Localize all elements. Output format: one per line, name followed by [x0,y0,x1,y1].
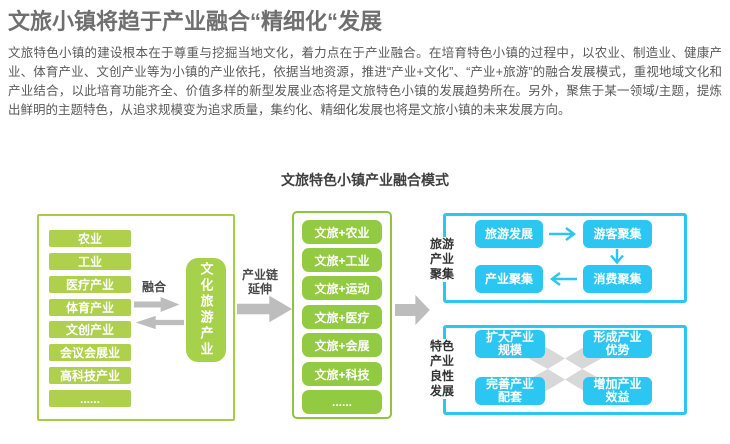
arrow-right-icon [549,227,576,241]
industry-box: 农业 [49,230,131,247]
industry-box: 医疗产业 [49,276,131,293]
node-expand-scale: 扩大产业 规模 [475,330,545,358]
tourism-cluster-label: 旅游 产业 聚集 [428,237,456,282]
arrow-down-icon [610,249,624,265]
chain-extension-label: 产业链 延伸 [241,268,278,296]
industry-box: 体育产业 [49,299,131,316]
flow-arrow-icon [395,295,430,325]
node-consumption-cluster: 消费聚集 [583,265,652,293]
product-box: 文旅+会展 [302,333,382,357]
node-increase-benefit: 增加产业 效益 [583,377,652,405]
industry-box: 文创产业 [49,321,131,338]
product-box: ...... [302,390,382,414]
product-box: 文旅+农业 [302,220,382,244]
source-industries-panel [37,214,235,421]
chain-extension-arrow-icon [237,295,293,323]
intro-paragraph: 文旅特色小镇的建设根本在于尊重与挖掘当地文化，着力点在于产业融合。在培育特色小镇… [8,46,722,117]
fusion-label: 融合 [141,280,166,294]
node-tourism-development: 旅游发展 [475,220,543,248]
product-box: 文旅+运动 [302,276,382,300]
product-box: 文旅+医疗 [302,305,382,329]
page-title: 文旅小镇将趋于产业融合“精细化“发展 [8,9,383,34]
arrow-left-icon [550,272,577,286]
core-industry-label: 文化旅游产业 [198,262,214,358]
fusion-arrow-left-icon [135,315,184,330]
healthy-development-label: 特色 产业 良性 发展 [428,339,456,399]
fusion-products-panel [292,211,392,419]
product-box: 文旅+科技 [302,362,382,386]
node-form-advantage: 形成产业 优势 [583,330,652,358]
node-improve-support: 完善产业 配套 [475,377,545,405]
product-box: 文旅+工业 [302,248,382,272]
node-visitor-cluster: 游客聚集 [583,220,652,248]
industry-box: ...... [49,390,131,407]
industry-box: 工业 [49,253,131,270]
fusion-arrow-right-icon [134,297,180,312]
core-industry-box: 文化旅游产业 [186,258,226,362]
industry-box: 高科技产业 [49,367,131,384]
figure-title: 文旅特色小镇产业融合模式 [281,172,449,188]
industry-box: 会议会展业 [49,344,131,361]
node-industry-cluster: 产业聚集 [475,265,543,293]
